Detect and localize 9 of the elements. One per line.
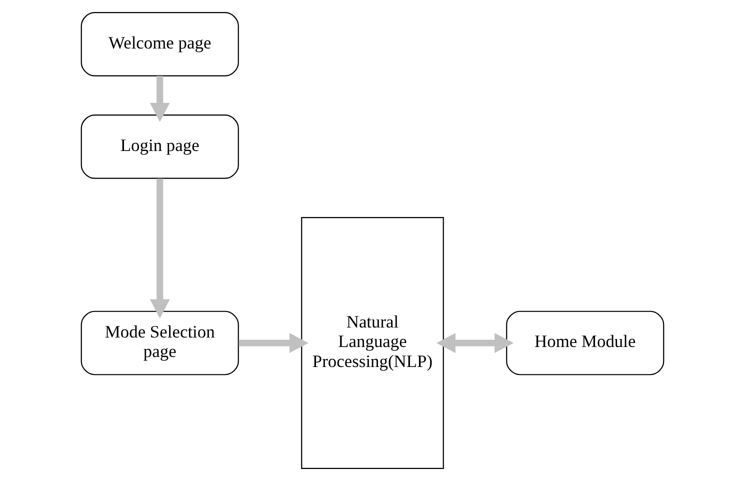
arrow (436, 333, 514, 353)
node-box: Welcome page (80, 12, 239, 76)
arrow (150, 76, 170, 122)
node-box: Login page (80, 114, 239, 179)
arrow (150, 178, 170, 318)
node-box: Natural Language Processing(NLP) (301, 217, 444, 469)
node-box: Mode Selection page (80, 310, 239, 376)
node-box: Home Module (506, 310, 664, 376)
arrow (238, 333, 308, 353)
